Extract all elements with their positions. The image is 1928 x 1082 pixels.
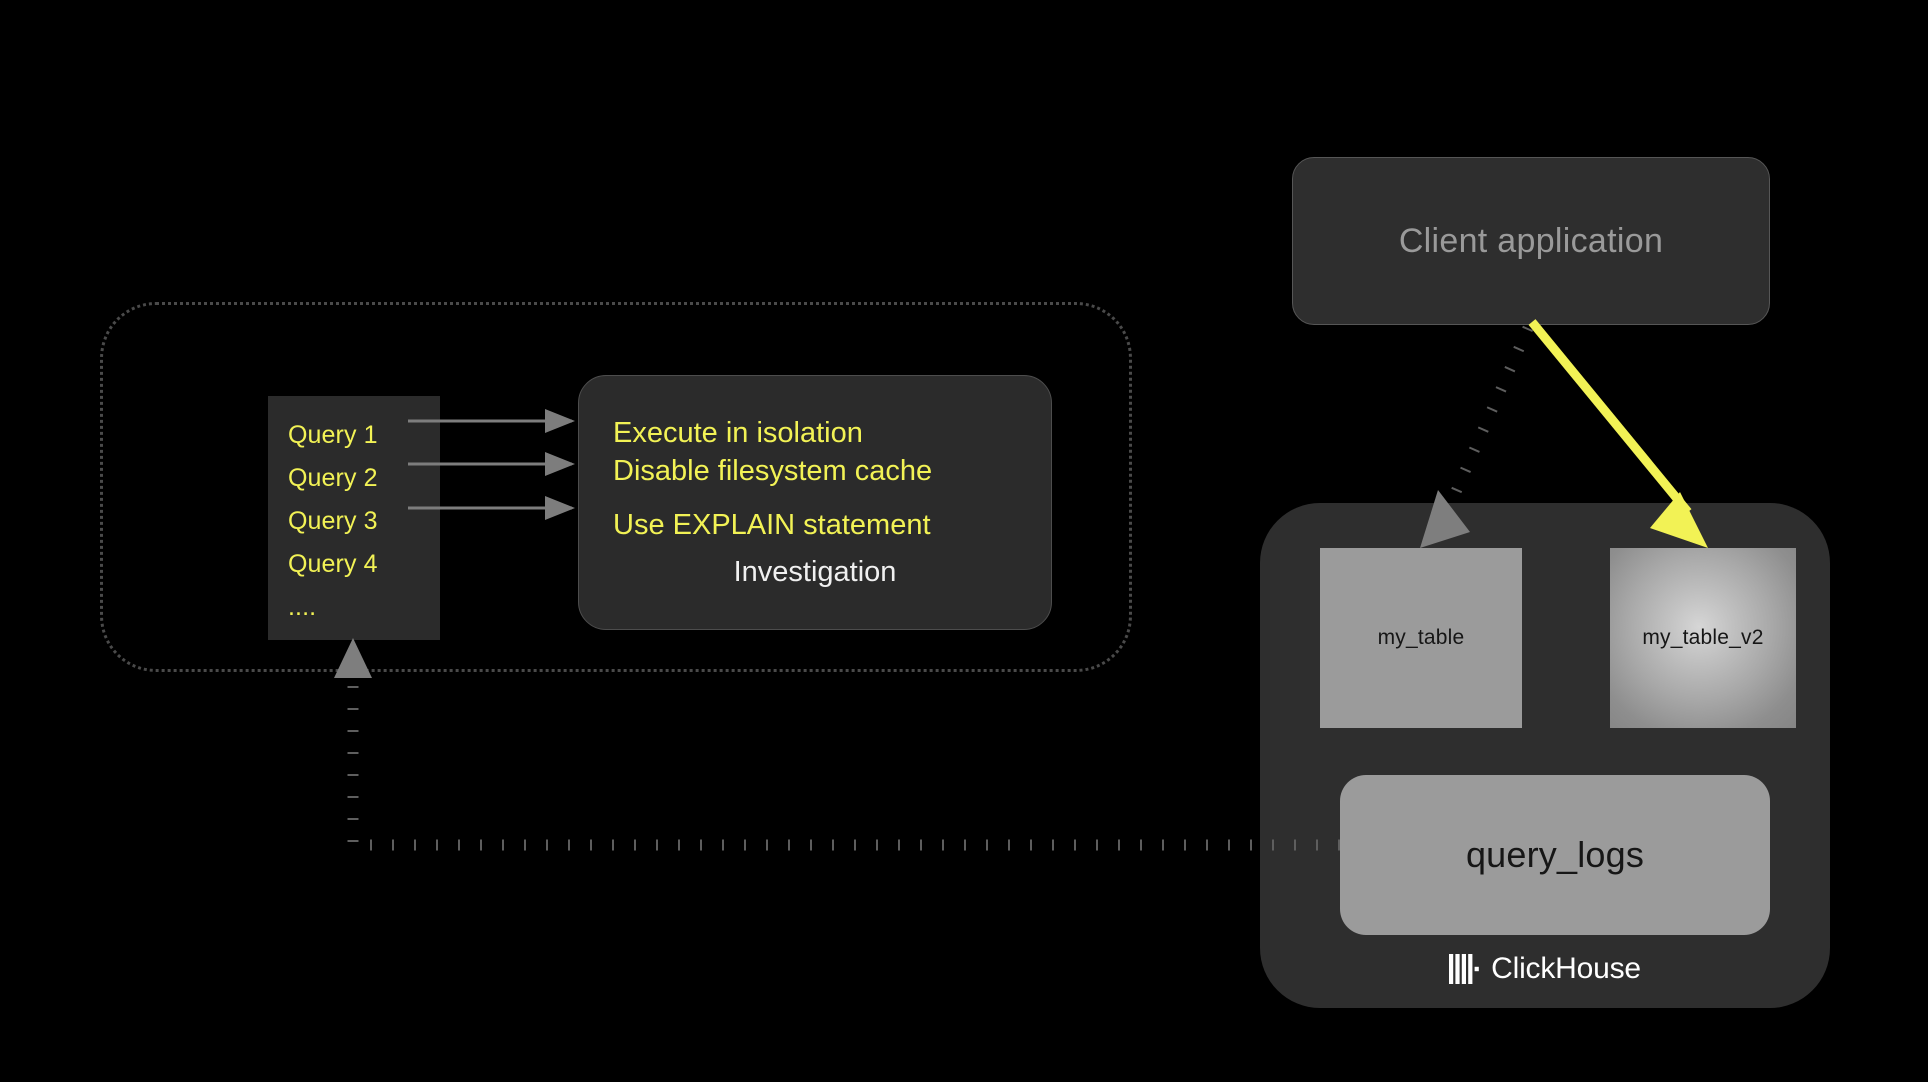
client-application-box: Client application — [1292, 157, 1770, 325]
table-my_table_v2: my_table_v2 — [1610, 548, 1796, 728]
connector-client-to-my-table — [1441, 325, 1534, 515]
list-item-ellipsis: .... — [288, 593, 317, 621]
investigation-step: Use EXPLAIN statement — [613, 509, 931, 541]
list-item: Query 3 — [288, 507, 378, 535]
investigation-step: Execute in isolation — [613, 417, 863, 449]
investigation-steps: Execute in isolation Disable filesystem … — [613, 414, 1033, 544]
table-query_logs: query_logs — [1340, 775, 1770, 935]
clickhouse-panel: my_table my_table_v2 query_logs ClickHou… — [1260, 503, 1830, 1008]
client-application-label: Client application — [1398, 221, 1664, 260]
clickhouse-logo: ClickHouse — [1260, 952, 1830, 986]
table-label: my_table — [1377, 626, 1465, 649]
investigation-panel-title: Investigation — [733, 556, 897, 588]
list-item: Query 4 — [288, 550, 378, 578]
query-logs-label: query_logs — [1465, 834, 1645, 875]
table-label: my_table_v2 — [1642, 626, 1764, 649]
clickhouse-wordmark: ClickHouse — [1491, 952, 1641, 985]
clickhouse-mark-icon — [1449, 954, 1479, 984]
query-list-box: Query 1 Query 2 Query 3 Query 4 .... — [268, 396, 440, 640]
list-item: Query 2 — [288, 464, 378, 492]
connector-query-logs-to-query-list — [347, 663, 1340, 851]
investigation-panel: Execute in isolation Disable filesystem … — [578, 375, 1052, 630]
list-item: Query 1 — [288, 421, 378, 449]
connector-client-to-my-table-v2 — [1528, 319, 1692, 515]
investigation-step: Disable filesystem cache — [613, 455, 933, 487]
table-my_table: my_table — [1320, 548, 1522, 728]
